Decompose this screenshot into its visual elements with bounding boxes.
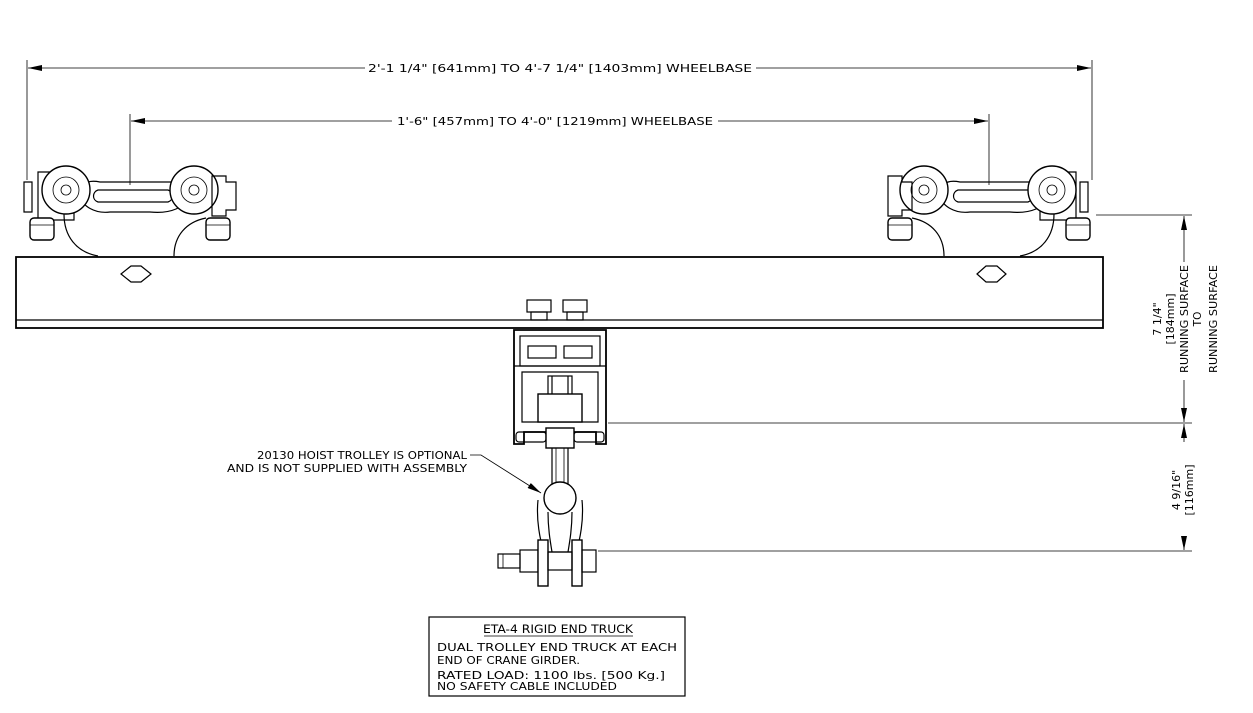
outer-wheelbase-label: 2'-1 1/4" [641mm] TO 4'-7 1/4" [1403mm] … [368, 62, 752, 75]
inner-wheelbase-dimension: 1'-6" [457mm] TO 4'-0" [1219mm] WHEELBAS… [129, 114, 990, 185]
height-dimensions: 7 1/4" [184mm] RUNNING SURFACE TO RUNNIN… [598, 214, 1220, 552]
outer-wheelbase-dimension: 2'-1 1/4" [641mm] TO 4'-7 1/4" [1403mm] … [26, 60, 1093, 180]
title-block: ETA-4 RIGID END TRUCK DUAL TROLLEY END T… [428, 616, 686, 697]
hoist-trolley-callout: 20130 HOIST TROLLEY IS OPTIONAL AND IS N… [227, 449, 542, 494]
height-a-metric: [184mm] [1164, 293, 1177, 344]
height-a-ref-2: RUNNING SURFACE [1208, 265, 1220, 373]
right-trolley-pair [887, 165, 1091, 257]
height-b-metric: [116mm] [1183, 464, 1196, 515]
title-block-title: ETA-4 RIGID END TRUCK [483, 622, 633, 636]
crane-girder [15, 256, 1104, 329]
callout-line-1: 20130 HOIST TROLLEY IS OPTIONAL [257, 449, 468, 462]
left-trolley-pair [23, 165, 237, 257]
height-b-imperial: 4 9/16" [1170, 470, 1183, 510]
title-block-line-3: RATED LOAD: 1100 lbs. [500 Kg.] [437, 670, 665, 682]
inner-wheelbase-label: 1'-6" [457mm] TO 4'-0" [1219mm] WHEELBAS… [397, 115, 713, 128]
title-block-line-1: DUAL TROLLEY END TRUCK AT EACH [437, 642, 677, 654]
height-a-ref-1: RUNNING SURFACE [1179, 265, 1191, 373]
title-block-line-4: NO SAFETY CABLE INCLUDED [437, 681, 617, 693]
title-block-line-2: END OF CRANE GIRDER. [437, 655, 580, 667]
left-girder-bolt [120, 265, 152, 283]
height-a-to: TO [1192, 312, 1204, 328]
right-girder-bolt [976, 265, 1007, 283]
hoist-trolley [497, 299, 607, 587]
height-a-imperial: 7 1/4" [1151, 302, 1164, 335]
callout-line-2: AND IS NOT SUPPLIED WITH ASSEMBLY [227, 462, 467, 475]
